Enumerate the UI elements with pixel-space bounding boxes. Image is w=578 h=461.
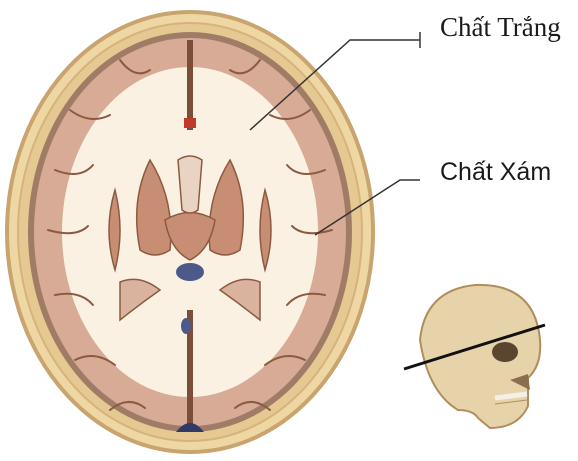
grey-matter-label: Chất Xám <box>440 158 551 187</box>
inset-skull-icon <box>404 285 545 428</box>
white-matter-label: Chất Trắng <box>440 12 561 43</box>
